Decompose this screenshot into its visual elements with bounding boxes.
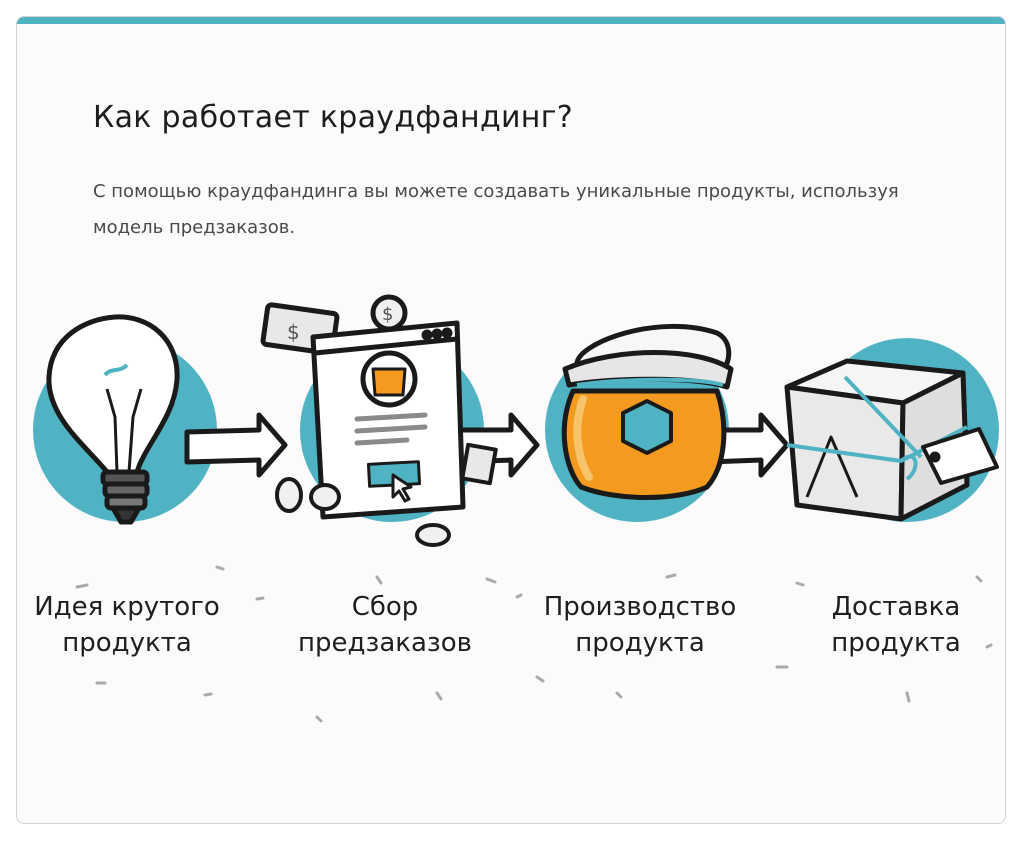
preorder-page-icon: $ $ bbox=[260, 294, 498, 547]
tag-icon bbox=[921, 427, 999, 485]
accent-top-bar bbox=[17, 17, 1005, 24]
lightbulb-icon bbox=[46, 314, 180, 525]
page-title: Как работает краудфандинг? bbox=[93, 100, 573, 135]
hexagon-label-icon bbox=[621, 399, 673, 455]
arrow-icon bbox=[184, 412, 288, 478]
how-it-works-card: Как работает краудфандинг? С помощью кра… bbox=[16, 16, 1006, 824]
banknote-icon bbox=[460, 442, 498, 486]
svg-text:$: $ bbox=[382, 304, 393, 325]
page-subtitle: С помощью краудфандинга вы можете создав… bbox=[93, 181, 899, 238]
decorative-dashes bbox=[75, 565, 993, 723]
process-illustration: $ $ bbox=[33, 294, 999, 723]
coin-icon bbox=[415, 523, 451, 547]
svg-text:$: $ bbox=[287, 320, 300, 344]
step-label-idea: Идея крутого продукта bbox=[34, 592, 220, 658]
step-label-production: Производство продукта bbox=[543, 592, 737, 658]
parcel-box-icon bbox=[784, 358, 999, 522]
coin-icon bbox=[309, 483, 341, 511]
cursor-icon bbox=[391, 473, 413, 503]
coin-icon bbox=[275, 477, 303, 513]
step-label-preorders: Сбор предзаказов bbox=[298, 592, 472, 658]
honey-jar-icon bbox=[561, 323, 734, 500]
step-label-delivery: Доставка продукта bbox=[831, 592, 961, 658]
